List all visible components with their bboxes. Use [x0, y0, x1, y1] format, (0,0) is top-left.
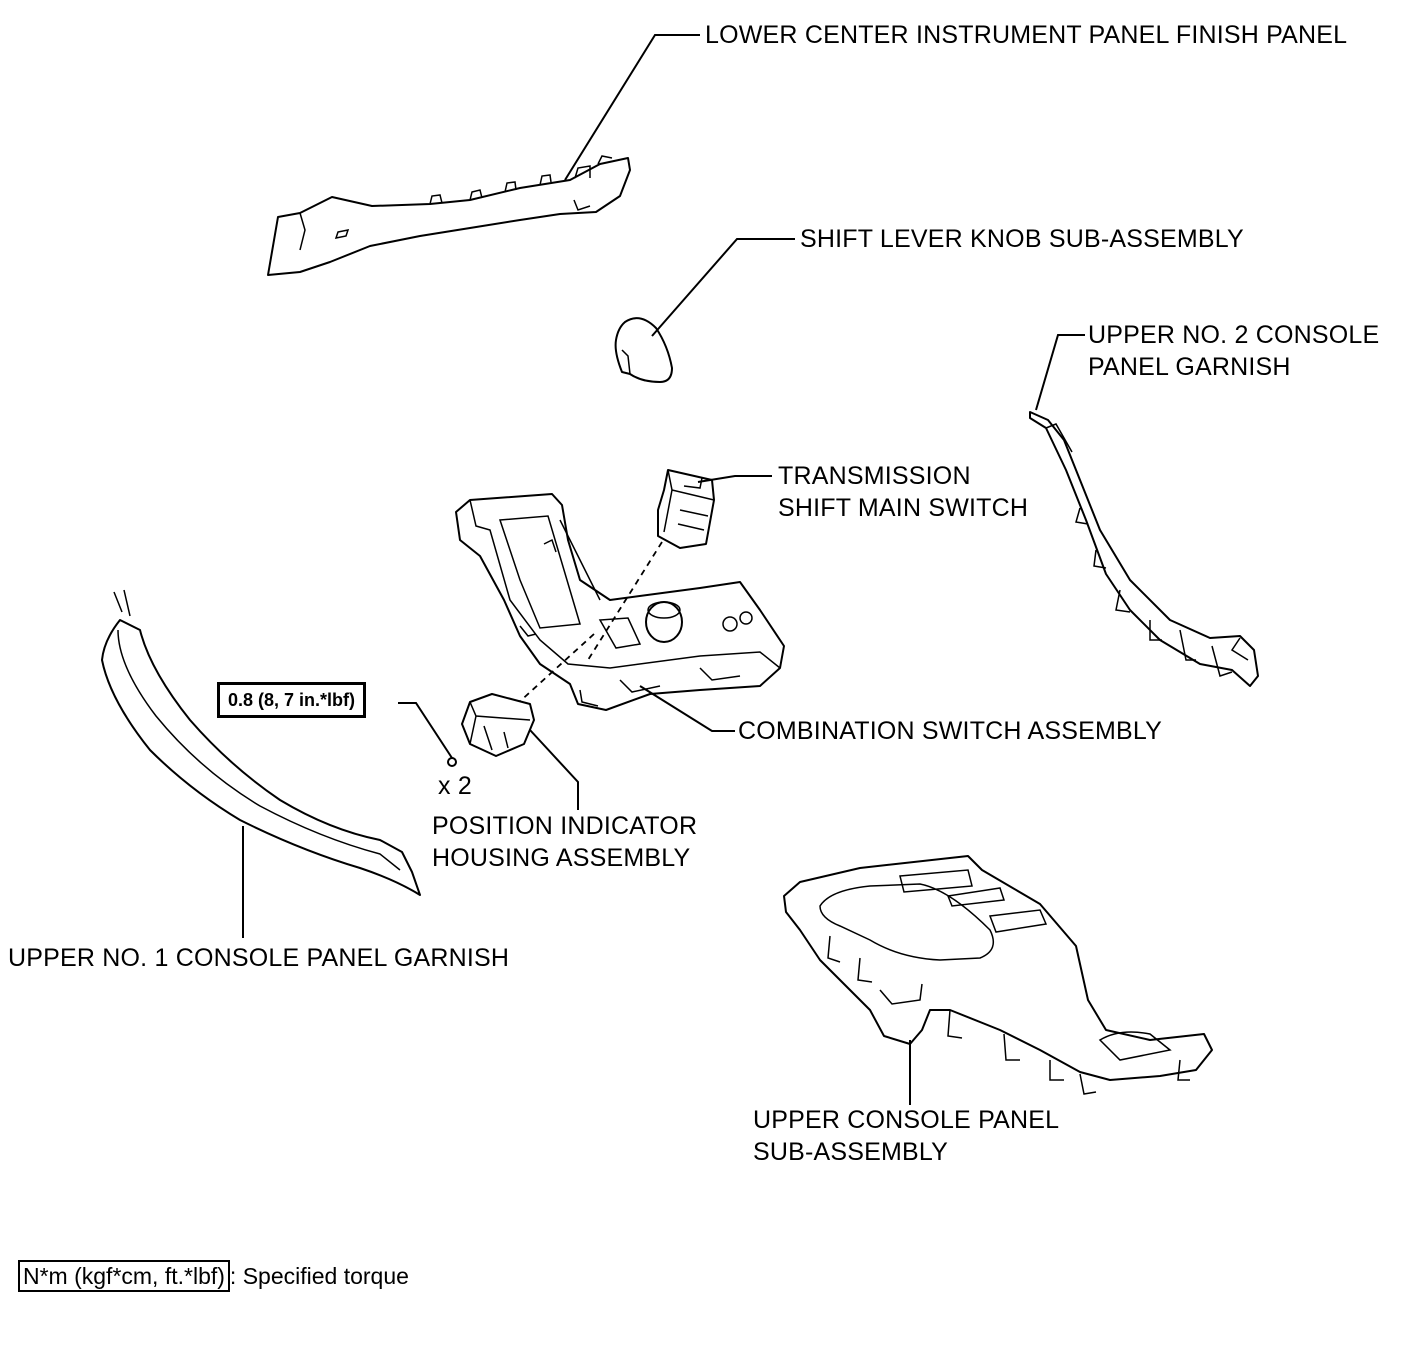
torque-value-box: 0.8 (8, 7 in.*lbf) — [217, 682, 367, 718]
transmission-switch-label-line2: SHIFT MAIN SWITCH — [778, 494, 1029, 522]
combination-switch-label: COMBINATION SWITCH ASSEMBLY — [738, 717, 1162, 745]
torque-quantity: x 2 — [438, 772, 472, 800]
screw-icon — [447, 757, 457, 767]
position-indicator-leader — [529, 729, 579, 810]
shift-lever-knob-part — [614, 317, 673, 383]
upper-no1-garnish-label: UPPER NO. 1 CONSOLE PANEL GARNISH — [8, 944, 510, 972]
transmission-shift-switch-part — [657, 469, 715, 549]
position-indicator-label-line2: HOUSING ASSEMBLY — [432, 844, 691, 872]
transmission-switch-label-line1: TRANSMISSION — [778, 462, 971, 490]
position-indicator-label-line1: POSITION INDICATOR — [432, 812, 698, 840]
upper-console-panel-label-line1: UPPER CONSOLE PANEL — [753, 1106, 1060, 1134]
upper-no2-console-garnish-leader — [1035, 334, 1085, 411]
upper-no2-console-garnish-part — [1029, 411, 1259, 687]
shift-lever-knob-leader — [651, 238, 795, 337]
switch-alignment-line — [587, 541, 663, 661]
lower-center-finish-panel-part — [267, 155, 631, 276]
transmission-switch-leader — [697, 475, 772, 483]
upper-console-panel-part — [783, 855, 1213, 1095]
lower-center-finish-panel-leader — [564, 34, 700, 181]
upper-no1-console-garnish-part — [101, 589, 421, 896]
combination-switch-leader — [639, 685, 735, 732]
combination-switch-part — [455, 493, 785, 711]
lower-center-finish-panel-label: LOWER CENTER INSTRUMENT PANEL FINISH PAN… — [705, 21, 1348, 49]
upper-console-panel-label-line2: SUB-ASSEMBLY — [753, 1138, 949, 1166]
upper-no2-garnish-label-line1: UPPER NO. 2 CONSOLE — [1088, 321, 1380, 349]
legend-meaning: : Specified torque — [229, 1263, 409, 1289]
legend-units-box: N*m (kgf*cm, ft.*lbf) — [18, 1260, 230, 1292]
shift-lever-knob-label: SHIFT LEVER KNOB SUB-ASSEMBLY — [800, 225, 1244, 253]
upper-no2-garnish-label-line2: PANEL GARNISH — [1088, 353, 1291, 381]
torque-leader — [398, 702, 453, 759]
torque-legend: N*m (kgf*cm, ft.*lbf): Specified torque — [18, 1260, 409, 1292]
position-indicator-housing-part — [461, 693, 535, 757]
